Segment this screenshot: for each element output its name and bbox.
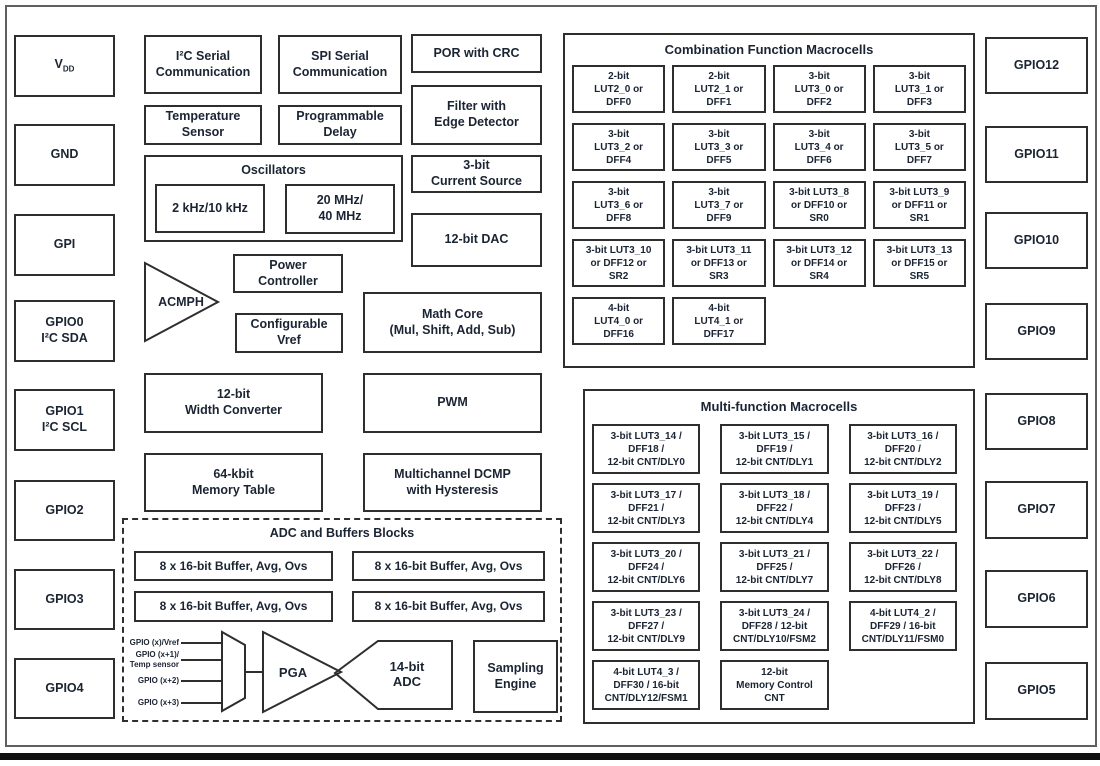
pin-vdd: VDD	[14, 35, 115, 97]
oscillators-title: Oscillators	[241, 163, 306, 177]
chip-outline	[5, 5, 1097, 747]
block-osc-low: 2 kHz/10 kHz	[155, 184, 265, 233]
block-power-controller: Power Controller	[233, 254, 343, 293]
adc-section-title: ADC and Buffers Blocks	[269, 526, 415, 540]
block-configurable-vref: Configurable Vref	[235, 313, 343, 353]
pin-gpio3: GPIO3	[14, 569, 115, 630]
macrocell-lut4-2: 4-bit LUT4_2 / DFF29 / 16-bit CNT/DLY11/…	[848, 601, 957, 651]
macrocell-lut3-2: 3-bit LUT3_2 or DFF4	[572, 123, 666, 171]
pin-gpi: GPI	[14, 214, 115, 276]
macrocell-lut3-0: 3-bit LUT3_0 or DFF2	[772, 65, 866, 113]
pin-gpio2: GPIO2	[14, 480, 115, 541]
macrocell-lut3-4: 3-bit LUT3_4 or DFF6	[772, 123, 866, 171]
pin-gpio7: GPIO7	[985, 481, 1088, 539]
macrocell-lut4-0: 4-bit LUT4_0 or DFF16	[572, 297, 666, 345]
pin-gpio9: GPIO9	[985, 303, 1088, 360]
block-i2c-serial: I²C Serial Communication	[144, 35, 262, 94]
macrocell-lut4-1: 4-bit LUT4_1 or DFF17	[672, 297, 766, 345]
block-acmph-label: ACMPH	[158, 295, 204, 309]
block-sampling-engine: Sampling Engine	[473, 640, 558, 713]
bottom-divider-bar	[0, 753, 1100, 760]
macrocell-lut3-23: 3-bit LUT3_23 / DFF27 / 12-bit CNT/DLY9	[592, 601, 701, 651]
pin-gpio5: GPIO5	[985, 662, 1088, 720]
acmph-triangle-icon	[144, 261, 221, 343]
macrocell-lut3-5: 3-bit LUT3_5 or DFF7	[872, 123, 966, 171]
pin-gpio12: GPIO12	[985, 37, 1088, 94]
pin-vdd-label: VDD	[54, 57, 75, 74]
multifunction-macrocells-panel: Multi-function Macrocells 3-bit LUT3_14 …	[583, 389, 975, 724]
block-dcmp: Multichannel DCMP with Hysteresis	[363, 453, 542, 512]
pin-gpio4: GPIO4	[14, 658, 115, 719]
combination-macrocells-title: Combination Function Macrocells	[664, 41, 874, 57]
pin-gpio0-sda: GPIO0 I²C SDA	[14, 300, 115, 362]
macrocell-lut4-3: 4-bit LUT4_3 / DFF30 / 16-bit CNT/DLY12/…	[592, 660, 701, 710]
pin-gpio6: GPIO6	[985, 570, 1088, 628]
analog-frontend-graphic	[181, 630, 453, 714]
macrocell-lut3-17: 3-bit LUT3_17 / DFF21 / 12-bit CNT/DLY3	[592, 483, 701, 533]
macrocell-lut3-9: 3-bit LUT3_9 or DFF11 or SR1	[872, 181, 966, 229]
pin-gpio11: GPIO11	[985, 126, 1088, 183]
macrocell-lut3-11: 3-bit LUT3_11 or DFF13 or SR3	[672, 239, 766, 287]
multifunction-macrocells-title: Multi-function Macrocells	[700, 398, 858, 414]
adc-buffer-4: 8 x 16-bit Buffer, Avg, Ovs	[352, 591, 545, 622]
adc-input-label-1: GPIO (x)/Vref	[129, 638, 179, 647]
adc-input-label-3: GPIO (x+2)	[137, 676, 179, 685]
pga-triangle-icon	[262, 630, 344, 714]
block-filter-edge-detector: Filter with Edge Detector	[411, 85, 542, 145]
macrocell-lut3-12: 3-bit LUT3_12 or DFF14 or SR4	[772, 239, 866, 287]
macrocell-lut3-21: 3-bit LUT3_21 / DFF25 / 12-bit CNT/DLY7	[720, 542, 829, 592]
macrocell-lut3-8: 3-bit LUT3_8 or DFF10 or SR0	[772, 181, 866, 229]
macrocell-lut3-18: 3-bit LUT3_18 / DFF22 / 12-bit CNT/DLY4	[720, 483, 829, 533]
macrocell-lut3-7: 3-bit LUT3_7 or DFF9	[672, 181, 766, 229]
block-por-crc: POR with CRC	[411, 34, 542, 73]
block-current-source: 3-bit Current Source	[411, 155, 542, 193]
adc-buffer-2: 8 x 16-bit Buffer, Avg, Ovs	[352, 551, 545, 581]
macrocell-lut3-15: 3-bit LUT3_15 / DFF19 / 12-bit CNT/DLY1	[720, 424, 829, 474]
adc-core-label: 14-bit ADC	[389, 659, 425, 689]
macrocell-memory-control-cnt: 12-bit Memory Control CNT	[720, 660, 829, 710]
macrocell-lut3-13: 3-bit LUT3_13 or DFF15 or SR5	[872, 239, 966, 287]
block-temperature-sensor: Temperature Sensor	[144, 105, 262, 145]
macrocell-lut3-16: 3-bit LUT3_16 / DFF20 / 12-bit CNT/DLY2	[848, 424, 957, 474]
macrocell-lut3-19: 3-bit LUT3_19 / DFF23 / 12-bit CNT/DLY5	[848, 483, 957, 533]
block-programmable-delay: Programmable Delay	[278, 105, 402, 145]
combination-macrocells-panel: Combination Function Macrocells 2-bit LU…	[563, 33, 975, 368]
macrocell-lut2-0: 2-bit LUT2_0 or DFF0	[572, 65, 666, 113]
macrocell-lut3-22: 3-bit LUT3_22 / DFF26 / 12-bit CNT/DLY8	[848, 542, 957, 592]
macrocell-lut3-24: 3-bit LUT3_24 / DFF28 / 12-bit CNT/DLY10…	[720, 601, 829, 651]
pin-gpio10: GPIO10	[985, 212, 1088, 269]
block-spi-serial: SPI Serial Communication	[278, 35, 402, 94]
adc-input-label-4: GPIO (x+3)	[137, 698, 179, 707]
block-osc-high: 20 MHz/ 40 MHz	[285, 184, 395, 234]
macrocell-lut3-10: 3-bit LUT3_10 or DFF12 or SR2	[572, 239, 666, 287]
adc-buffer-1: 8 x 16-bit Buffer, Avg, Ovs	[134, 551, 333, 581]
adc-pentagon-shape	[333, 640, 453, 710]
pin-gpio8: GPIO8	[985, 393, 1088, 450]
macrocell-lut2-1: 2-bit LUT2_1 or DFF1	[672, 65, 766, 113]
pin-gpio1-scl: GPIO1 I²C SCL	[14, 389, 115, 451]
macrocell-lut3-6: 3-bit LUT3_6 or DFF8	[572, 181, 666, 229]
macrocell-lut3-1: 3-bit LUT3_1 or DFF3	[872, 65, 966, 113]
block-memory-table: 64-kbit Memory Table	[144, 453, 323, 512]
adc-input-label-2: GPIO (x+1)/ Temp sensor	[129, 650, 179, 669]
macrocell-lut3-14: 3-bit LUT3_14 / DFF18 / 12-bit CNT/DLY0	[592, 424, 701, 474]
adc-buffer-3: 8 x 16-bit Buffer, Avg, Ovs	[134, 591, 333, 622]
block-math-core: Math Core (Mul, Shift, Add, Sub)	[363, 292, 542, 353]
combination-macrocells-grid: 2-bit LUT2_0 or DFF0 2-bit LUT2_1 or DFF…	[565, 63, 973, 345]
macrocell-lut3-20: 3-bit LUT3_20 / DFF24 / 12-bit CNT/DLY6	[592, 542, 701, 592]
block-width-converter: 12-bit Width Converter	[144, 373, 323, 433]
pga-label: PGA	[278, 664, 308, 680]
block-dac: 12-bit DAC	[411, 213, 542, 267]
analog-mux-shape	[221, 630, 246, 713]
macrocell-lut3-3: 3-bit LUT3_3 or DFF5	[672, 123, 766, 171]
pin-gnd: GND	[14, 124, 115, 186]
block-pwm: PWM	[363, 373, 542, 433]
multifunction-macrocells-grid: 3-bit LUT3_14 / DFF18 / 12-bit CNT/DLY0 …	[585, 421, 973, 710]
block-oscillators: Oscillators 2 kHz/10 kHz 20 MHz/ 40 MHz	[144, 155, 403, 242]
